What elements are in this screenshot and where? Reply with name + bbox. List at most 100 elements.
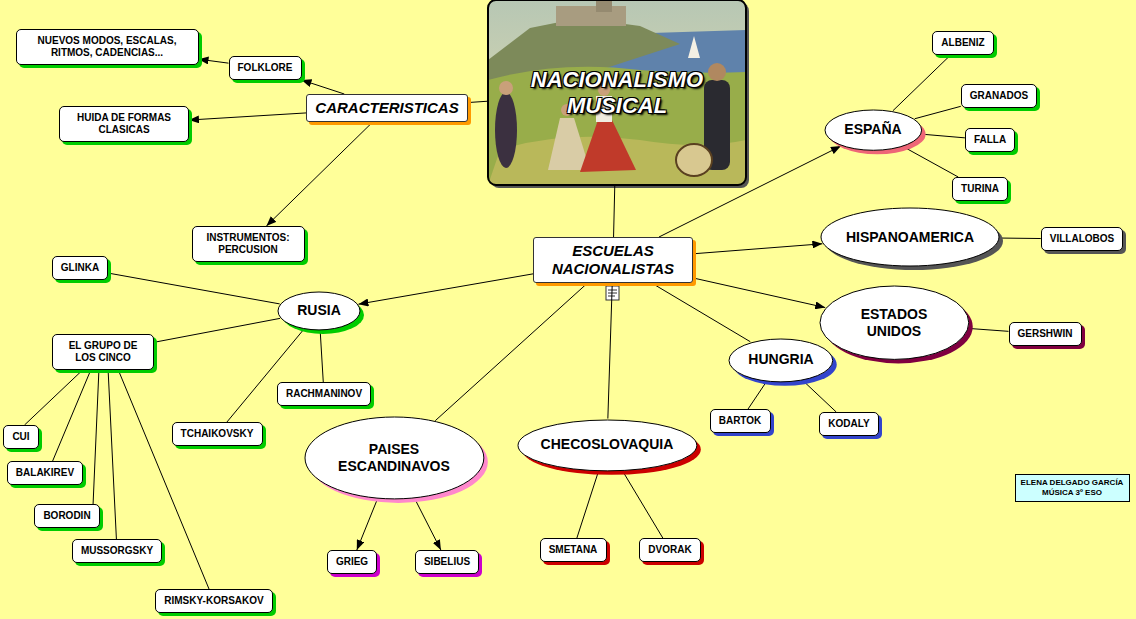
folk-dance-painting bbox=[488, 0, 746, 185]
painting-head bbox=[708, 63, 726, 81]
node-label-group: ESCUELAS NACIONALISTAS bbox=[542, 242, 684, 278]
node-label-group: ESTADOS UNIDOS bbox=[844, 306, 944, 340]
node-label-group: INSTRUMENTOS: PERCUSION bbox=[201, 232, 296, 256]
connector-line bbox=[659, 146, 841, 237]
connector-line bbox=[693, 244, 822, 254]
painting-field bbox=[488, 67, 746, 185]
node-text: RUSIA bbox=[297, 302, 341, 319]
connector-line bbox=[969, 328, 1009, 331]
connector-line bbox=[93, 370, 99, 504]
connector-line bbox=[189, 113, 306, 120]
connector-line bbox=[921, 134, 965, 138]
node-text: RACHMANINOV bbox=[286, 388, 362, 400]
group-box: EL GRUPO DE LOS CINCO bbox=[52, 334, 154, 370]
node-text: TCHAIKOVSKY bbox=[181, 428, 254, 440]
heading-box: CARACTERISTICAS bbox=[306, 94, 467, 122]
composer-box: GERSHWIN bbox=[1009, 322, 1082, 346]
composer-box: FALLA bbox=[965, 128, 1015, 152]
composer-box: RIMSKY-KORSAKOV bbox=[155, 589, 272, 613]
connector-line bbox=[623, 471, 663, 538]
connector-line bbox=[748, 382, 766, 409]
connector-line bbox=[108, 370, 116, 539]
node-label-group: HUNGRIA bbox=[748, 351, 813, 368]
node-label-group: ALBENIZ bbox=[941, 37, 984, 49]
composer-box: BALAKIREV bbox=[7, 461, 83, 485]
node-text: PAISES ESCANDINAVOS bbox=[329, 441, 459, 475]
node-label-group: RACHMANINOV bbox=[286, 388, 362, 400]
concept-box: FOLKLORE bbox=[229, 56, 302, 80]
school-ellipse: PAISES ESCANDINAVOS bbox=[304, 416, 485, 500]
picture-frame bbox=[488, 0, 746, 185]
connector-line bbox=[903, 147, 958, 177]
composer-box: VILLALOBOS bbox=[1041, 227, 1123, 251]
school-ellipse: HISPANOAMERICA bbox=[820, 207, 1000, 267]
node-text: HUNGRIA bbox=[748, 351, 813, 368]
connector-line bbox=[53, 370, 91, 461]
node-text: DVORAK bbox=[648, 544, 691, 556]
painting-tower bbox=[596, 0, 612, 12]
ellipse-shape bbox=[825, 110, 922, 150]
painting-head bbox=[499, 81, 513, 95]
node-text: INSTRUMENTOS: PERCUSION bbox=[201, 232, 296, 256]
node-text: BALAKIREV bbox=[16, 467, 74, 479]
node-text: CHECOSLOVAQUIA bbox=[541, 436, 674, 453]
node-text: ALBENIZ bbox=[941, 37, 984, 49]
node-text: EL GRUPO DE LOS CINCO bbox=[61, 340, 145, 364]
connector-line bbox=[608, 283, 612, 419]
node-text: MUSSORGSKY bbox=[81, 545, 153, 557]
connector-line bbox=[1000, 238, 1041, 239]
node-text: FOLKLORE bbox=[238, 62, 293, 74]
node-text: FALLA bbox=[974, 134, 1006, 146]
school-ellipse: RUSIA bbox=[277, 291, 361, 331]
composer-box: GRANADOS bbox=[961, 84, 1037, 108]
connector-line bbox=[693, 278, 825, 308]
node-label-group: FOLKLORE bbox=[238, 62, 293, 74]
ellipse-shape bbox=[305, 417, 484, 499]
concept-box: INSTRUMENTOS: PERCUSION bbox=[192, 226, 305, 262]
connector-line bbox=[435, 283, 587, 421]
painting-sky bbox=[488, 0, 746, 185]
composer-box: SIBELIUS bbox=[415, 550, 479, 574]
node-label-group: RIMSKY-KORSAKOV bbox=[164, 595, 263, 607]
ellipse-shape bbox=[518, 420, 697, 471]
node-text: KODALY bbox=[828, 418, 869, 430]
connector-line bbox=[803, 380, 837, 412]
node-label-group: CARACTERISTICAS bbox=[315, 99, 458, 117]
painting-drum bbox=[676, 144, 712, 176]
connector-line bbox=[154, 318, 280, 342]
composer-box: TCHAIKOVSKY bbox=[172, 422, 263, 446]
node-label-group: KODALY bbox=[828, 418, 869, 430]
node-text: ESCUELAS NACIONALISTAS bbox=[542, 242, 684, 278]
node-label-group: ELENA DELGADO GARCÍAMÚSICA 3º ESO bbox=[1021, 478, 1124, 498]
heading-box: ESCUELAS NACIONALISTAS bbox=[533, 237, 693, 283]
node-label-group: GRANADOS bbox=[970, 90, 1028, 102]
node-text: ESTADOS UNIDOS bbox=[844, 306, 944, 340]
node-text: BORODIN bbox=[43, 510, 90, 522]
node-label-group: TURINA bbox=[961, 183, 999, 195]
connector-line bbox=[199, 59, 229, 63]
concept-box: NUEVOS MODOS, ESCALAS, RITMOS, CADENCIAS… bbox=[16, 29, 199, 65]
composer-box: DVORAK bbox=[639, 538, 700, 562]
node-label-group: SMETANA bbox=[549, 544, 598, 556]
connector-line bbox=[320, 331, 323, 382]
node-label-group: DVORAK bbox=[648, 544, 691, 556]
composer-box: KODALY bbox=[819, 412, 878, 436]
note-icon-lines bbox=[608, 290, 617, 296]
node-label-group: VILLALOBOS bbox=[1050, 233, 1114, 245]
node-label-group: GRIEG bbox=[336, 556, 368, 568]
node-label-group: BARTOK bbox=[719, 415, 762, 427]
node-text: GRIEG bbox=[336, 556, 368, 568]
ellipse-shape bbox=[729, 339, 833, 382]
ellipse-shape bbox=[820, 286, 969, 359]
composer-box: BARTOK bbox=[710, 409, 771, 433]
node-text: BARTOK bbox=[719, 415, 762, 427]
composer-box: CUI bbox=[3, 425, 38, 449]
connector-line bbox=[614, 185, 615, 237]
node-text: GLINKA bbox=[61, 262, 99, 274]
painting-dancer-red-skirt bbox=[580, 120, 636, 172]
node-label-group: PAISES ESCANDINAVOS bbox=[329, 441, 459, 475]
node-text: NACIONALISMO MUSICAL bbox=[515, 67, 720, 119]
composer-box: SMETANA bbox=[540, 538, 607, 562]
connector-line bbox=[915, 106, 961, 118]
connector-line bbox=[893, 55, 951, 111]
